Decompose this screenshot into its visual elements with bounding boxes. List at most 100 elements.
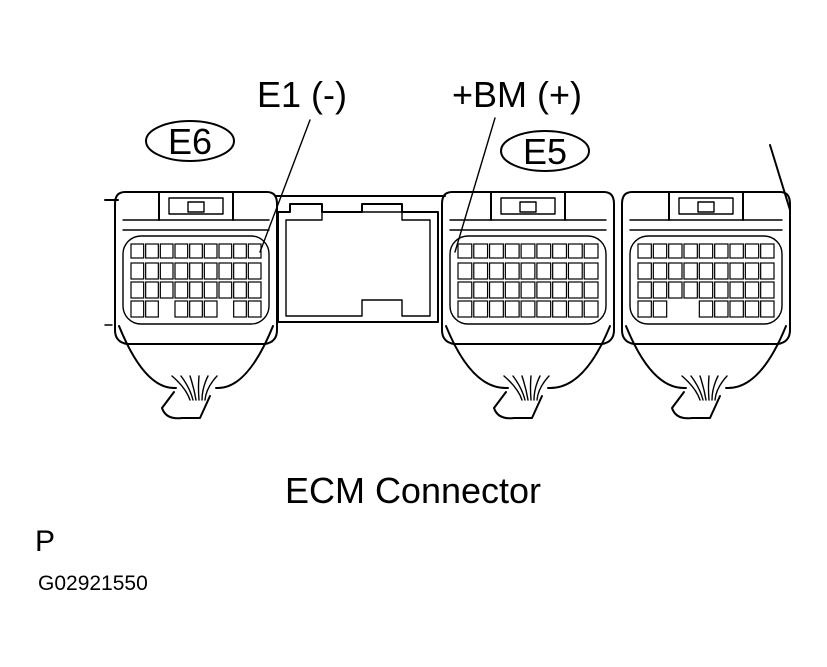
terminal-cavity <box>714 262 729 280</box>
wire-strand <box>171 375 191 401</box>
terminal-cavity <box>189 262 203 280</box>
terminal-cavity <box>130 300 145 318</box>
terminal-cavity <box>473 262 489 280</box>
terminal-cavity <box>583 281 599 299</box>
terminal-cavity <box>457 300 473 318</box>
terminal-cavity <box>145 262 159 280</box>
lock-tab <box>490 191 566 221</box>
terminal-cavity <box>552 243 568 259</box>
terminal-cavity <box>637 300 652 318</box>
terminal-cavity <box>729 262 744 280</box>
e6-callout-oval <box>145 120 235 162</box>
terminal-cavity <box>637 243 652 259</box>
e6-callout-label: E6 <box>168 121 212 162</box>
lock-tab-latch <box>519 201 537 213</box>
terminal-cavity <box>218 243 233 259</box>
terminal-cavity <box>233 300 247 318</box>
wire-strand <box>197 375 200 401</box>
wire-strand <box>512 375 526 401</box>
terminal-cavity <box>583 300 599 318</box>
terminal-cavity <box>233 281 247 299</box>
wire-strand <box>189 375 197 401</box>
wire-harness <box>493 391 543 420</box>
terminal-cavity <box>760 300 775 318</box>
terminal-cavity <box>714 300 729 318</box>
wire-strand <box>521 375 529 401</box>
terminal-cavity <box>159 243 174 259</box>
terminal-cavity <box>552 281 568 299</box>
connector-right <box>621 191 791 420</box>
lock-tab <box>158 191 234 221</box>
figure-code: G02921550 <box>38 572 148 595</box>
terminal-cavity <box>189 243 203 259</box>
terminal-cavity <box>698 300 714 318</box>
terminal-cavity <box>504 300 520 318</box>
terminal-cavity <box>189 300 203 318</box>
terminal-cavity <box>760 243 775 259</box>
terminal-cavity <box>473 243 489 259</box>
terminal-cavity <box>698 262 714 280</box>
connector-boot <box>118 325 274 390</box>
diagram-title: ECM Connector <box>285 470 541 511</box>
wire-strand <box>503 375 523 401</box>
terminal-cavity <box>583 262 599 280</box>
wire-harness <box>161 391 211 420</box>
terminal-cavity <box>520 243 536 259</box>
terminal-cavity <box>567 262 583 280</box>
terminal-cavity <box>760 262 775 280</box>
terminal-cavity <box>536 262 552 280</box>
leader-line-e1 <box>259 119 311 253</box>
center-housing-section <box>277 203 439 323</box>
terminal-cavity <box>652 300 668 318</box>
terminal-cavity <box>145 300 159 318</box>
wire-strand <box>529 375 532 401</box>
terminal-cavity <box>145 243 159 259</box>
terminal-cavity <box>744 300 760 318</box>
terminal-cavity <box>457 281 473 299</box>
leader-line-bm <box>454 117 496 253</box>
terminal-cavity <box>583 243 599 259</box>
terminal-cavity <box>652 243 668 259</box>
wire-strand <box>707 375 710 401</box>
terminal-cavity <box>203 300 218 318</box>
wire-strand <box>204 375 218 401</box>
housing-right-edge <box>769 144 791 211</box>
connector-e5 <box>441 191 615 420</box>
terminal-cavity <box>488 262 504 280</box>
terminal-cavity <box>174 262 189 280</box>
terminal-cavity <box>130 262 145 280</box>
terminal-cavity <box>504 281 520 299</box>
terminal-cavity <box>668 262 683 280</box>
e5-callout-oval <box>500 130 590 172</box>
page-marker: P <box>35 525 55 558</box>
terminal-cavity <box>247 300 262 318</box>
lock-tab-inner <box>168 197 224 215</box>
bm-label: +BM (+) <box>452 74 582 115</box>
terminal-cavity <box>729 300 744 318</box>
terminal-cavity <box>218 281 233 299</box>
wire-strand <box>711 375 719 401</box>
terminal-cavity <box>552 262 568 280</box>
wire-strand <box>699 375 707 401</box>
terminal-cavity <box>698 281 714 299</box>
terminal-cavity <box>504 243 520 259</box>
terminal-cavity <box>652 281 668 299</box>
wire-strand <box>536 375 550 401</box>
terminal-cavity <box>203 243 218 259</box>
connector-boot <box>445 325 611 390</box>
terminal-cavity <box>744 243 760 259</box>
lock-tab-latch <box>187 201 205 213</box>
wire-strand <box>690 375 704 401</box>
terminal-cavity <box>567 281 583 299</box>
terminal-cavity <box>668 281 683 299</box>
lock-tab-inner <box>500 197 556 215</box>
terminal-cavity <box>698 243 714 259</box>
terminal-cavity <box>520 281 536 299</box>
terminal-cavity <box>159 281 174 299</box>
lock-tab-inner <box>678 197 734 215</box>
terminal-cavity <box>536 281 552 299</box>
e1-label: E1 (-) <box>257 74 347 115</box>
terminal-cavity <box>130 243 145 259</box>
terminal-cavity <box>159 262 174 280</box>
